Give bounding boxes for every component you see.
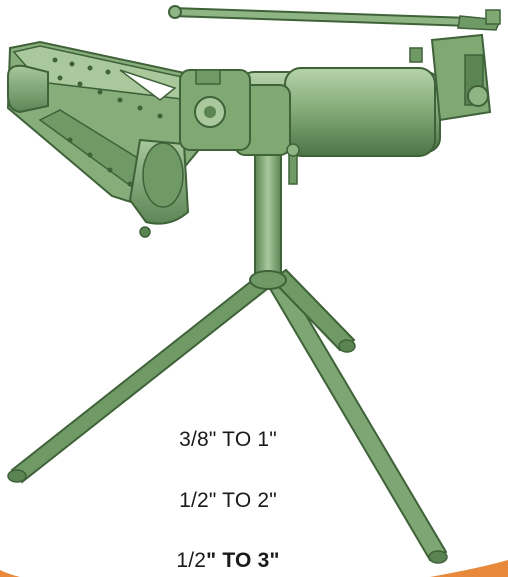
center-column (249, 149, 287, 290)
pump-handle (168, 5, 502, 31)
size-range-label-2: 1/2" TO 2" (179, 489, 277, 512)
orange-corner-accent (430, 560, 508, 577)
size-range-label-3-prefix: 1/2 (176, 549, 207, 572)
size-range-label-3-emph: " TO 3" (206, 549, 280, 572)
tripod-legs (7, 266, 448, 564)
bending-frame (6, 40, 234, 238)
size-range-label-3: 1/2" TO 3" (118, 549, 338, 573)
ram-clamp (179, 69, 251, 151)
size-range-label-1: 3/8" TO 1" (179, 428, 277, 451)
